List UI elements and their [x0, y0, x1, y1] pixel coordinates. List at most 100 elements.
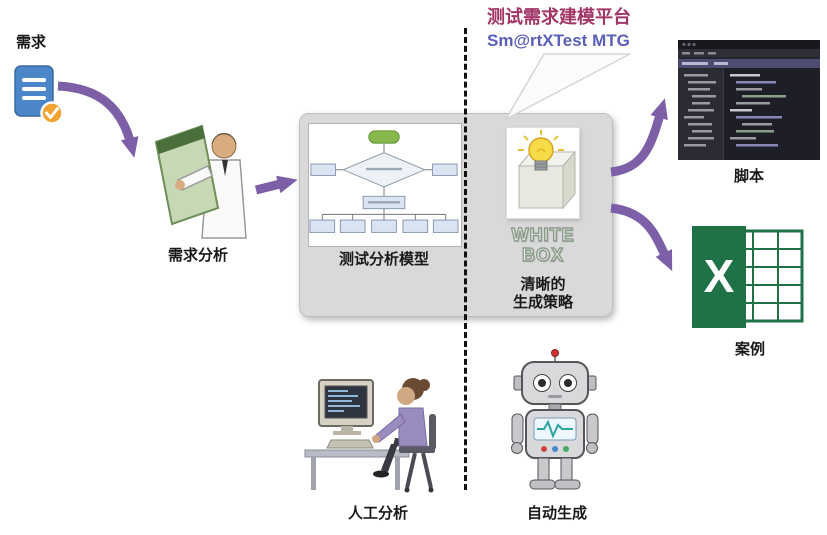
platform-bubble: 测试需求建模平台 Sm@rtXTest MTG	[487, 7, 631, 51]
robot-hand-right	[586, 442, 598, 454]
desk	[304, 449, 410, 458]
ide-code-lines	[730, 74, 786, 147]
flowchart-leaf-node	[309, 219, 336, 233]
chair-leg	[421, 452, 433, 489]
monitor-base	[333, 431, 361, 435]
doc-line	[22, 78, 46, 82]
auto-generation-label: 自动生成	[526, 505, 587, 522]
platform-title: 测试需求建模平台	[487, 7, 631, 27]
requirements-label: 需求	[16, 34, 47, 51]
arrow-analyst-to-box	[254, 175, 298, 195]
desk-leg	[311, 457, 316, 490]
flowchart-leaf-node	[339, 219, 366, 233]
robot-button	[541, 446, 547, 452]
platform-subtitle: Sm@rtXTest MTG	[487, 30, 630, 50]
person-hand	[372, 435, 380, 443]
analyst-head	[211, 133, 237, 159]
monitor-stand	[341, 426, 353, 431]
excel-panel	[692, 226, 746, 328]
ide-menu-item	[694, 52, 704, 55]
chair-caster	[404, 487, 410, 493]
ide-window-dot	[682, 42, 686, 47]
person-arm	[374, 413, 406, 443]
model-panel	[308, 123, 462, 247]
strategy-line2: 生成策略	[512, 294, 573, 311]
robot-foot-left	[529, 479, 556, 490]
chair-backrest	[429, 414, 436, 450]
manual-analysis-label: 人工分析	[347, 505, 408, 522]
requirements-analysis-label: 需求分析	[167, 247, 228, 264]
test-analysis-model-label: 测试分析模型	[338, 251, 429, 268]
robot-arm-right	[586, 413, 599, 445]
doc-line	[22, 87, 46, 91]
robot-leg-right	[560, 457, 573, 481]
robot-pupil-left	[538, 379, 546, 387]
lightbulb-icon	[517, 130, 577, 210]
generation-strategy-label: 清晰的 生成策略	[494, 276, 592, 312]
white-box-line1: WHITE	[511, 225, 575, 246]
flowchart-diagram	[309, 130, 459, 233]
bulb-filament	[536, 148, 546, 153]
analyst-tie	[222, 160, 228, 176]
bulb-base	[534, 160, 548, 171]
flowchart-leaf-node	[402, 219, 429, 233]
ide-selected-text	[682, 62, 708, 65]
ide-menu-item	[682, 52, 690, 55]
box-front-face	[518, 165, 564, 209]
white-box-line2: BOX	[521, 244, 564, 265]
robot-button	[552, 446, 558, 452]
requirements-doc-icon	[14, 65, 64, 125]
chair-leg	[405, 452, 417, 489]
analyst-hand	[175, 180, 185, 190]
person-leg	[381, 444, 398, 472]
clipboard-header	[156, 126, 205, 154]
doc-line	[22, 96, 46, 100]
ide-menu-item	[708, 52, 716, 55]
robot-illustration	[511, 349, 599, 490]
bubble-tail	[504, 53, 631, 121]
ide-menubar	[678, 49, 820, 57]
ide-selected-text	[714, 62, 728, 65]
excel-icon: X	[692, 226, 804, 328]
white-box-text: WHITE BOX	[500, 225, 586, 266]
check-icon	[45, 107, 59, 119]
ide-selected-row	[678, 59, 820, 68]
arrow-doc-to-analyst	[57, 81, 139, 158]
flowchart-side-node-left	[310, 163, 337, 176]
chair-caster	[428, 487, 434, 493]
robot-arm-left	[511, 413, 524, 445]
excel-grid	[728, 231, 802, 321]
flowchart-middle-text	[367, 201, 401, 204]
whitebox-panel	[506, 127, 580, 219]
ide-screenshot	[678, 40, 820, 160]
robot-antenna-tip	[551, 349, 559, 357]
robot-hand-left	[511, 442, 523, 454]
flowchart-side-node-right	[431, 163, 458, 176]
script-label: 脚本	[733, 168, 764, 185]
ide-window-dot	[692, 42, 696, 47]
flowchart-leaf-node	[371, 219, 397, 233]
flowchart-start-node	[368, 130, 400, 144]
robot-ear-left	[513, 375, 523, 391]
flowchart-leaf-node	[432, 219, 459, 233]
robot-leg-left	[537, 457, 550, 481]
ide-window-dot	[687, 42, 691, 47]
computer-user-illustration	[304, 378, 436, 493]
screen-text-lines	[328, 390, 360, 412]
strategy-line1: 清晰的	[520, 276, 566, 293]
ide-tree-rows	[684, 74, 716, 147]
excel-x-letter: X	[704, 250, 735, 302]
manual-auto-divider	[464, 28, 467, 490]
case-label: 案例	[734, 341, 765, 358]
ide-titlebar	[678, 40, 820, 49]
bulb-glass	[528, 137, 554, 163]
robot-chest-screen	[533, 417, 577, 441]
bulb-rays	[518, 130, 564, 151]
keyboard	[326, 439, 374, 449]
check-badge	[40, 101, 64, 125]
robot-pupil-right	[564, 379, 572, 387]
robot-mouth	[548, 395, 562, 398]
person-torso	[398, 407, 428, 447]
desk-leg	[395, 457, 400, 490]
